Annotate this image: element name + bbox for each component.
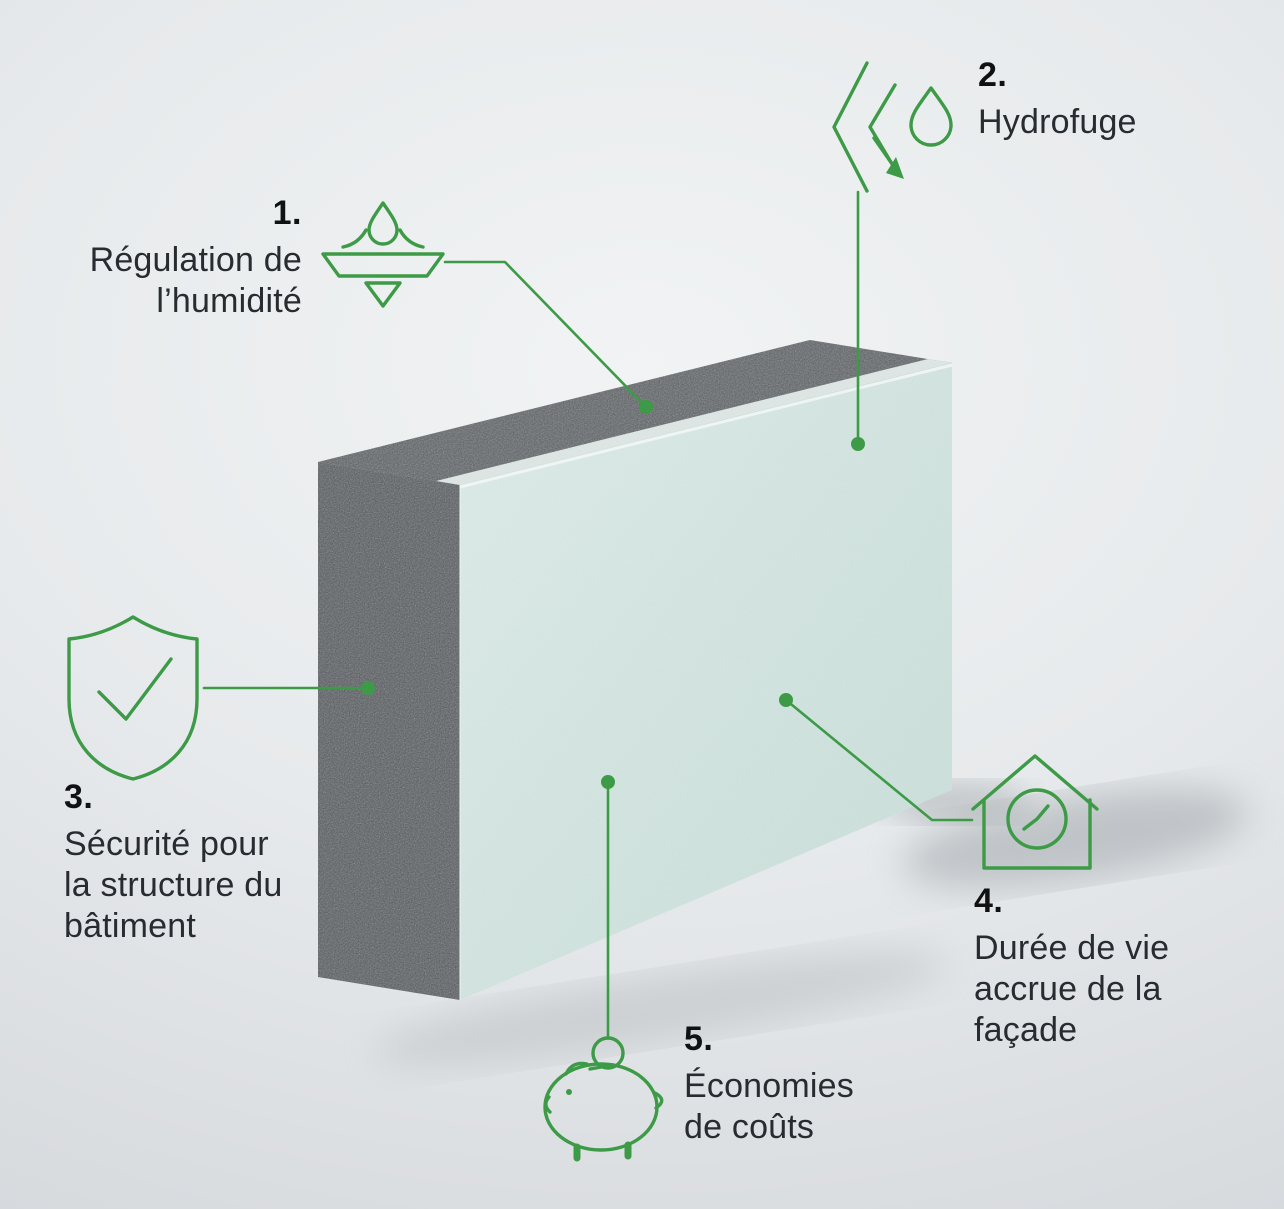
house-clock-icon	[971, 754, 1099, 870]
feature-5-number: 5.	[684, 1020, 714, 1058]
anchor-dot-4	[779, 693, 793, 707]
water-repellent-icon	[832, 61, 953, 193]
anchor-dot-1	[639, 400, 653, 414]
feature-3-label: Sécurité pour la structure du bâtiment	[64, 825, 283, 945]
feature-3-number: 3.	[64, 778, 94, 816]
front-top-highlight	[459, 363, 953, 489]
feature-4-label: Durée de vie accrue de la façade	[974, 929, 1170, 1049]
feature-4: 4. Durée de vie accrue de la façade	[974, 882, 1169, 1051]
anchor-dot-3	[361, 681, 375, 695]
feature-2: 2. Hydrofuge	[978, 56, 1137, 143]
shield-check-icon	[67, 615, 199, 781]
feature-4-number: 4.	[974, 882, 1004, 920]
coating-top-edge	[436, 359, 952, 485]
moisture-regulation-icon	[321, 201, 445, 308]
connector-line-1	[443, 260, 648, 409]
piggy-bank-icon	[543, 1036, 664, 1162]
anchor-dot-5	[601, 775, 615, 789]
feature-2-label: Hydrofuge	[978, 103, 1137, 141]
feature-1-number: 1.	[272, 194, 302, 232]
connector-line-4	[784, 698, 974, 822]
connectors	[202, 190, 974, 1039]
feature-5: 5. Économies de coûts	[684, 1020, 854, 1148]
feature-1: 1. Régulation de l’humidité	[90, 194, 302, 322]
feature-5-label: Économies de coûts	[684, 1067, 854, 1146]
feature-2-number: 2.	[978, 56, 1008, 94]
feature-3: 3. Sécurité pour la structure du bâtimen…	[64, 778, 282, 947]
insulation-block	[318, 340, 953, 1000]
coin-icon	[591, 1036, 625, 1070]
anchor-dot-2	[851, 437, 865, 451]
feature-1-label: Régulation de l’humidité	[89, 241, 302, 320]
